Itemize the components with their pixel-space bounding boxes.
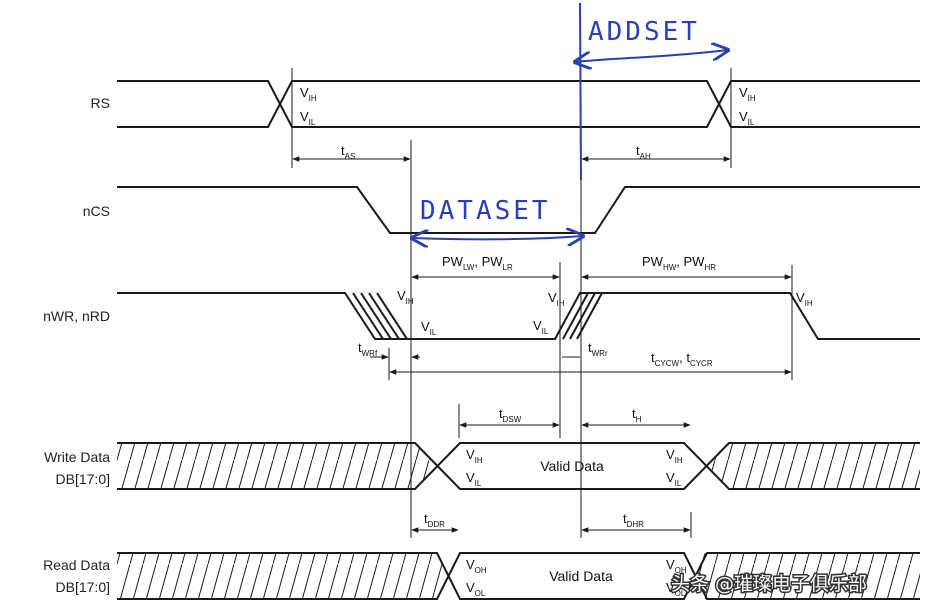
label-pw-low: PWLW, PWLR <box>442 254 513 272</box>
svg-text:VIH: VIH <box>548 290 565 308</box>
label-tdhr: tDHR <box>623 511 644 529</box>
watermark: 头条 @璀璨电子俱乐部 <box>670 572 869 597</box>
label-th: tH <box>632 406 642 424</box>
label-tcyc: tCYCW, tCYCR <box>651 350 713 368</box>
svg-text:VIL: VIL <box>666 470 682 488</box>
svg-text:VIH: VIH <box>466 447 483 465</box>
write-data-bus <box>117 442 920 490</box>
label-tdsw: tDSW <box>499 406 522 424</box>
rs-waveform <box>117 80 920 128</box>
read-data-levels: VOH VOL VOH VOL <box>466 557 687 598</box>
label-tah: tAH <box>636 143 651 161</box>
svg-text:VOH: VOH <box>666 557 687 575</box>
signal-label-ncs: nCS <box>83 203 110 219</box>
label-tas: tAS <box>341 143 355 161</box>
nwr-level-end: VIH <box>796 290 813 308</box>
svg-text:VIL: VIL <box>533 318 549 336</box>
svg-text:头条 @璀璨电子俱乐部: 头条 @璀璨电子俱乐部 <box>671 573 867 595</box>
reference-lines <box>291 68 793 538</box>
svg-text:DATASET: DATASET <box>420 196 551 226</box>
svg-text:VOL: VOL <box>466 580 486 598</box>
signal-label-nwr-nrd: nWR, nRD <box>43 308 110 324</box>
read-valid-data-label: Valid Data <box>549 568 613 584</box>
label-twrf: tWRf <box>358 340 378 358</box>
svg-text:VIL: VIL <box>739 109 755 127</box>
svg-text:VIL: VIL <box>421 319 437 337</box>
svg-text:VIL: VIL <box>300 109 316 127</box>
svg-text:VIH: VIH <box>397 288 414 306</box>
signal-label-rs: RS <box>91 95 110 111</box>
nwr-levels-rise: VIH VIL <box>533 290 565 336</box>
write-data-levels: VIH VIL VIH VIL <box>466 447 683 488</box>
read-data-bus <box>117 552 920 600</box>
signal-label-read-data: Read Data <box>43 557 110 573</box>
svg-text:VIH: VIH <box>666 447 683 465</box>
write-valid-data-label: Valid Data <box>540 458 604 474</box>
svg-text:VOL: VOL <box>666 580 686 598</box>
rs-levels-left: VIH VIL <box>300 85 317 127</box>
svg-text:ADDSET: ADDSET <box>588 17 700 47</box>
label-pw-high: PWHW, PWHR <box>642 254 716 272</box>
svg-text:VOH: VOH <box>466 557 487 575</box>
signal-label-read-data-bus: DB[17:0] <box>56 579 110 595</box>
nwr-levels-fall: VIH VIL <box>397 288 437 337</box>
svg-text:VIH: VIH <box>796 290 813 308</box>
dimension-arrows <box>292 156 792 533</box>
label-twrr: tWRr <box>588 340 608 358</box>
dataset-annotation: DATASET <box>412 196 583 239</box>
svg-text:VIH: VIH <box>300 85 317 103</box>
rs-levels-right: VIH VIL <box>739 85 756 127</box>
svg-text:VIH: VIH <box>739 85 756 103</box>
signal-label-write-data-bus: DB[17:0] <box>56 471 110 487</box>
addset-annotation: ADDSET <box>575 2 728 181</box>
signal-label-write-data: Write Data <box>44 449 110 465</box>
svg-text:VIL: VIL <box>466 470 482 488</box>
label-tddr: tDDR <box>424 511 445 529</box>
